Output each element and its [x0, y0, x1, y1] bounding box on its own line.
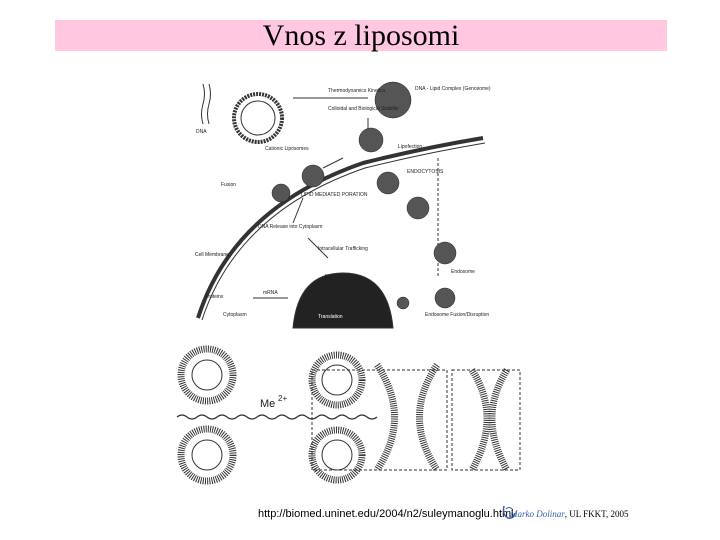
- credit-name: Marko Dolinar: [510, 509, 565, 519]
- label-complex: DNA - Lipid Complex (Genosome): [415, 86, 491, 92]
- label-mrna: mRNA: [263, 290, 278, 296]
- label-poration: LIPID MEDIATED PORATION: [301, 192, 368, 198]
- label-colloidal: Colloidal and Biological Stability: [328, 106, 399, 112]
- lipofection-diagram: DNA Cationic Liposomes Thermodynamics Ki…: [193, 78, 498, 330]
- label-lipofection: Lipofection: [398, 144, 422, 150]
- ion-label: Me: [260, 398, 275, 410]
- slide-title-bar: Vnos z liposomi: [55, 20, 667, 51]
- source-url: http://biomed.uninet.edu/2004/n2/suleyma…: [258, 508, 514, 520]
- label-endosome-fusion: Endosome Fusion/Disruption: [425, 312, 489, 318]
- author-credit: Marko Dolinar, UL FKKT, 2005: [510, 509, 629, 519]
- liposome-fusion-svg: Me 2+: [176, 345, 521, 485]
- label-thermo: Thermodynamics Kinetics: [328, 88, 386, 94]
- label-endocytosis: ENDOCYTOSIS: [407, 169, 444, 175]
- slide-title: Vnos z liposomi: [262, 19, 460, 52]
- label-endosome: Endosome: [451, 269, 475, 275]
- label-translation: Translation: [318, 314, 343, 320]
- lipofection-diagram-svg: DNA Cationic Liposomes Thermodynamics Ki…: [195, 81, 491, 329]
- liposome-fusion-diagram: Me 2+: [172, 345, 527, 490]
- logo-icon: [502, 505, 516, 519]
- label-cationic: Cationic Liposomes: [265, 146, 309, 152]
- label-proteins: Proteins: [205, 294, 224, 300]
- label-intracellular: Intracellular Trafficking: [318, 246, 368, 252]
- ion-charge: 2+: [278, 394, 287, 403]
- label-membrane: Cell Membrane: [195, 252, 229, 258]
- label-cytoplasm: Cytoplasm: [223, 312, 247, 318]
- credit-rest: , UL FKKT, 2005: [564, 509, 629, 519]
- label-release: DNA Release into Cytoplasm: [258, 224, 322, 230]
- label-nucleus: Nucleus: [325, 274, 344, 280]
- label-dna: DNA: [196, 129, 207, 135]
- label-fusion: Fusion: [221, 182, 236, 188]
